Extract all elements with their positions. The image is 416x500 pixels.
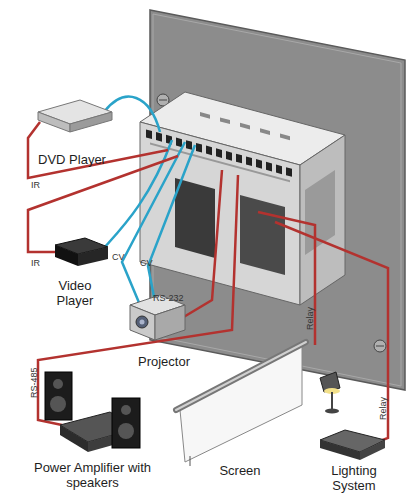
terminal (276, 165, 282, 175)
device-label: Projector (122, 354, 206, 369)
device-label: Video Player (45, 278, 105, 308)
speaker-cone (121, 405, 131, 415)
screw-slot (159, 100, 167, 101)
speaker (45, 372, 72, 420)
speaker-cone (50, 396, 66, 412)
button (220, 117, 230, 124)
cv-wire (148, 145, 195, 302)
lamp-stand (331, 392, 333, 410)
terminal (246, 156, 252, 166)
signal-label: CV (112, 252, 125, 262)
terminal (236, 154, 242, 164)
signal-label: IR (31, 258, 40, 268)
projector-lens-glass (140, 320, 145, 325)
projector-lens (136, 316, 148, 328)
rs485-wire (38, 175, 238, 425)
screen-roller-highlight (176, 342, 306, 410)
speaker-cone (118, 423, 134, 439)
terminal (206, 146, 212, 156)
dvd-side (70, 112, 112, 132)
speaker (112, 398, 140, 448)
terminal-strip (150, 143, 290, 183)
device-name: DVD Player (22, 152, 122, 167)
rs232-wire (182, 170, 222, 318)
device-name: Lighting System (318, 463, 390, 493)
lighting-box-side (360, 440, 385, 460)
vcr-front (55, 245, 78, 266)
signal-label: IR (31, 180, 40, 190)
terminal (146, 129, 152, 139)
button (200, 112, 210, 119)
signal-label: Relay (378, 397, 388, 420)
terminal (286, 167, 292, 177)
relay-wire (258, 212, 315, 345)
controller-recess (240, 195, 285, 275)
ir-wire (28, 156, 178, 252)
terminal (266, 162, 272, 172)
lighting-box-front (320, 440, 360, 460)
device-name: Video Player (45, 278, 105, 308)
button (240, 123, 250, 130)
controller-panel (305, 170, 335, 255)
button (280, 134, 290, 141)
device-label: DVD Player (22, 152, 122, 167)
signal-label: RS-232 (153, 293, 184, 303)
pull-cord (190, 456, 191, 466)
button (260, 128, 270, 135)
screw-slot (376, 346, 384, 347)
device-name: Power Amplifier with speakers (30, 460, 155, 490)
controller-side (300, 135, 345, 305)
signal-label: CV (140, 258, 153, 268)
terminal (196, 143, 202, 153)
amplifier-front (60, 425, 88, 452)
terminal (176, 138, 182, 148)
controller-front (140, 122, 300, 305)
terminal (186, 140, 192, 150)
projection-screen (180, 345, 302, 462)
device-label: Lighting System (318, 463, 390, 493)
signal-label: RS-485 (29, 367, 39, 398)
projector-front (130, 305, 155, 340)
controller-recess (175, 178, 215, 258)
device-name: Projector (122, 354, 206, 369)
vcr-side (78, 247, 108, 266)
device-label: Screen (204, 463, 276, 478)
video-wires (104, 97, 195, 305)
device-label: Power Amplifier with speakers (30, 460, 155, 490)
lamp-base (325, 409, 339, 414)
device-name: Screen (204, 463, 276, 478)
signal-label: Relay (305, 307, 315, 330)
dvd-front (38, 112, 70, 132)
relay-wire (275, 222, 388, 444)
control-wires (28, 122, 388, 444)
terminal (156, 132, 162, 142)
projector-side (155, 305, 185, 340)
terminal (226, 151, 232, 161)
speaker-cone (53, 379, 63, 389)
ir-wire (28, 122, 168, 178)
terminal (216, 148, 222, 158)
button-row (200, 112, 290, 140)
cv-wire (122, 142, 185, 305)
terminal (256, 159, 262, 169)
screen-roller (176, 342, 306, 410)
screw (374, 340, 386, 352)
